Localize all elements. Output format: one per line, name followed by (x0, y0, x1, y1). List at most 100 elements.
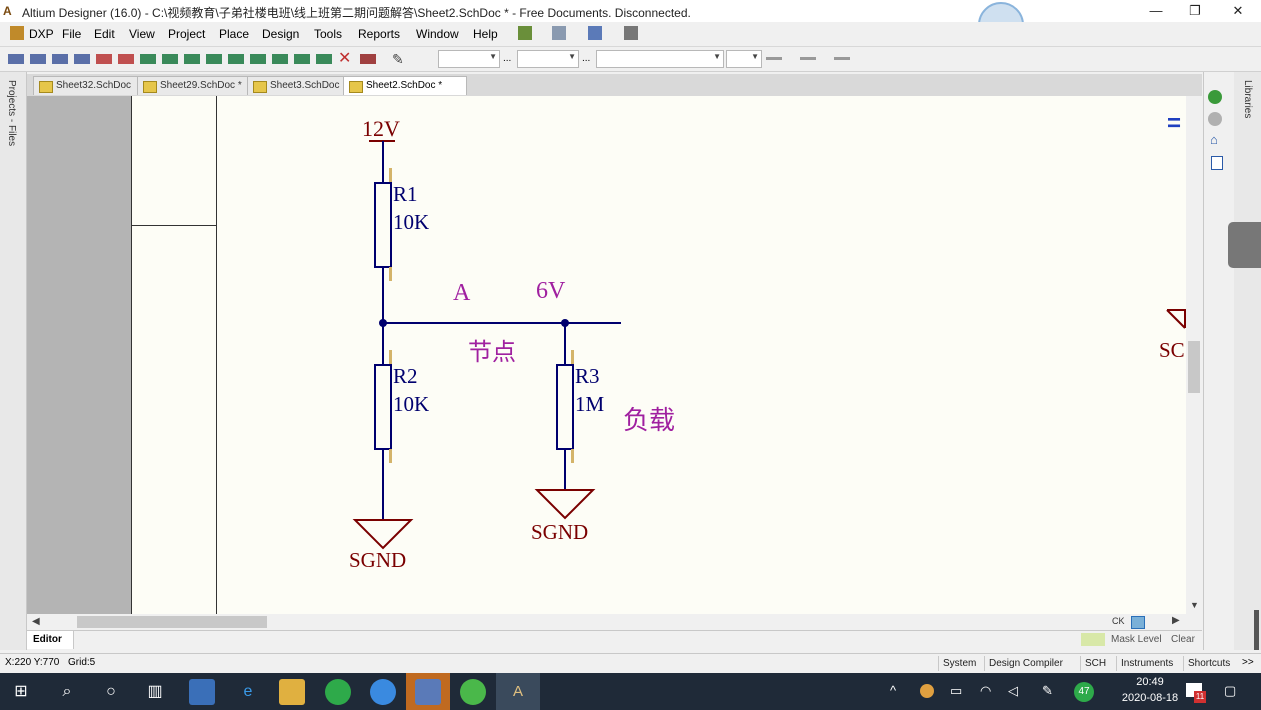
align-icon[interactable] (766, 57, 782, 60)
taskbar-time[interactable]: 20:49 (1136, 676, 1164, 688)
off-sheet-icon[interactable] (316, 54, 332, 64)
wiring-tool-icon[interactable] (518, 26, 532, 40)
altium-designer-icon[interactable]: A (512, 683, 523, 700)
menu-design[interactable]: Design (262, 27, 300, 41)
status-design-compiler-button[interactable]: Design Compiler (984, 656, 1067, 671)
size-combo[interactable]: ▼ (517, 50, 579, 68)
scroll-left-icon[interactable]: ◀ (32, 616, 40, 627)
blue-app-icon[interactable] (370, 679, 396, 705)
menu-reports[interactable]: Reports (358, 27, 401, 41)
r1-designator[interactable]: R1 (393, 182, 418, 206)
minimize-button[interactable]: — (1149, 3, 1163, 18)
file-explorer-icon[interactable] (279, 679, 305, 705)
tab-sheet2[interactable]: Sheet2.SchDoc * (343, 76, 467, 95)
power-label-12v[interactable]: 12V (362, 116, 400, 141)
font-combo[interactable]: ▼ (438, 50, 500, 68)
wifi-icon[interactable]: ◠ (980, 683, 992, 698)
menu-window[interactable]: Window (416, 27, 459, 41)
device-sheet-icon[interactable] (206, 54, 222, 64)
mask-slider-icon[interactable] (1131, 616, 1145, 629)
tray-badge[interactable]: 47 (1074, 682, 1094, 702)
ground-tool-icon[interactable] (588, 26, 602, 40)
tab-sheet32[interactable]: Sheet32.SchDoc (33, 76, 157, 95)
taskbar-altium-app[interactable] (496, 673, 540, 710)
menu-file[interactable]: File (62, 27, 82, 41)
back-icon[interactable] (1208, 90, 1222, 104)
status-instruments-button[interactable]: Instruments (1116, 656, 1177, 671)
tray-overflow-icon[interactable]: ^ (890, 683, 897, 698)
color-combo[interactable]: ▼ (726, 50, 762, 68)
forward-icon[interactable] (1208, 112, 1222, 126)
schematic-canvas[interactable]: 12V R1 10K A 6V 节点 R2 10K R3 1M 负载 SGND … (27, 96, 1202, 614)
search-icon[interactable]: ⌕ (62, 683, 72, 700)
home-icon[interactable]: ⌂ (1210, 132, 1218, 147)
status-sch-button[interactable]: SCH (1080, 656, 1110, 671)
vertical-scroll-thumb[interactable] (1188, 341, 1200, 393)
bus-icon[interactable] (30, 54, 46, 64)
tab-sheet29[interactable]: Sheet29.SchDoc * (137, 76, 267, 95)
mask-level-button[interactable]: Mask Level (1111, 634, 1162, 645)
menu-help[interactable]: Help (473, 27, 498, 41)
arrange-icon[interactable] (834, 57, 850, 60)
node-label-a[interactable]: A (453, 280, 471, 306)
cortana-icon[interactable]: ○ (106, 683, 116, 700)
vertical-scrollbar[interactable]: ▼ (1186, 96, 1202, 614)
compile-mask-icon[interactable] (360, 54, 376, 64)
clear-button[interactable]: Clear (1171, 634, 1195, 645)
taskbar-date[interactable]: 2020-08-18 (1121, 692, 1179, 704)
menu-view[interactable]: View (129, 27, 155, 41)
menu-tools[interactable]: Tools (314, 27, 343, 41)
tab-sheet3[interactable]: Sheet3.SchDoc (247, 76, 363, 95)
floating-side-widget[interactable] (1228, 222, 1261, 268)
wire-icon[interactable] (8, 54, 24, 64)
r3-designator[interactable]: R3 (575, 364, 600, 388)
horizontal-scroll-thumb[interactable] (77, 616, 267, 628)
bus-entry-icon[interactable] (52, 54, 68, 64)
gnd-port-icon[interactable] (96, 54, 112, 64)
sgnd-label-1[interactable]: SGND (349, 548, 407, 572)
offscreen-label[interactable]: SC (1159, 338, 1185, 362)
status-shortcuts-button[interactable]: Shortcuts (1183, 656, 1234, 671)
task-view-icon[interactable]: ▥ (147, 683, 163, 700)
vcc-port-icon[interactable] (118, 54, 134, 64)
close-button[interactable]: ✕ (1232, 3, 1244, 18)
no-erc-icon[interactable]: ✕ (338, 50, 352, 67)
volume-icon[interactable]: ◁ (1008, 683, 1018, 698)
grid-tool-icon[interactable] (624, 26, 638, 40)
pen-icon[interactable]: ✎ (392, 51, 404, 67)
sgnd-label-2[interactable]: SGND (531, 520, 589, 544)
scroll-down-icon[interactable]: ▼ (1190, 600, 1199, 610)
node-voltage-label[interactable]: 6V (536, 278, 566, 304)
sheet-symbol-icon[interactable] (162, 54, 178, 64)
net-label-icon[interactable] (74, 54, 90, 64)
style-combo[interactable]: ▼ (596, 50, 724, 68)
green-app-icon[interactable] (325, 679, 351, 705)
tray-keyboard-icon[interactable]: ▭ (950, 683, 963, 698)
harness-icon[interactable] (228, 54, 244, 64)
node-text-label[interactable]: 节点 (468, 338, 516, 366)
calculator-icon[interactable] (189, 679, 215, 705)
part-icon[interactable] (140, 54, 156, 64)
projects-panel-tab[interactable]: Projects - Files (0, 72, 27, 650)
status-system-button[interactable]: System (938, 656, 980, 671)
r2-value[interactable]: 10K (393, 392, 430, 416)
load-text-label[interactable]: 负载 (623, 406, 676, 436)
edge-browser-icon[interactable]: e (243, 683, 253, 700)
side-resize-handle[interactable] (1254, 610, 1259, 650)
menu-edit[interactable]: Edit (94, 27, 115, 41)
editor-tab[interactable]: Editor (27, 631, 74, 649)
windows-start-icon[interactable]: ⊞ (14, 683, 28, 700)
wechat-icon[interactable] (460, 679, 486, 705)
line-width-icon[interactable] (800, 57, 816, 60)
sheet-tool-icon[interactable] (552, 26, 566, 40)
status-more-button[interactable]: >> (1242, 657, 1254, 668)
filter-icon[interactable] (1081, 633, 1105, 646)
harness-connector-icon[interactable] (250, 54, 266, 64)
menu-place[interactable]: Place (219, 27, 250, 41)
action-center-icon[interactable]: ▢ (1224, 683, 1237, 698)
tray-app-icon[interactable] (920, 684, 934, 698)
port-icon[interactable] (294, 54, 310, 64)
document-icon[interactable] (1211, 156, 1223, 170)
sheet-entry-icon[interactable] (184, 54, 200, 64)
maximize-button[interactable]: ❐ (1189, 3, 1201, 18)
